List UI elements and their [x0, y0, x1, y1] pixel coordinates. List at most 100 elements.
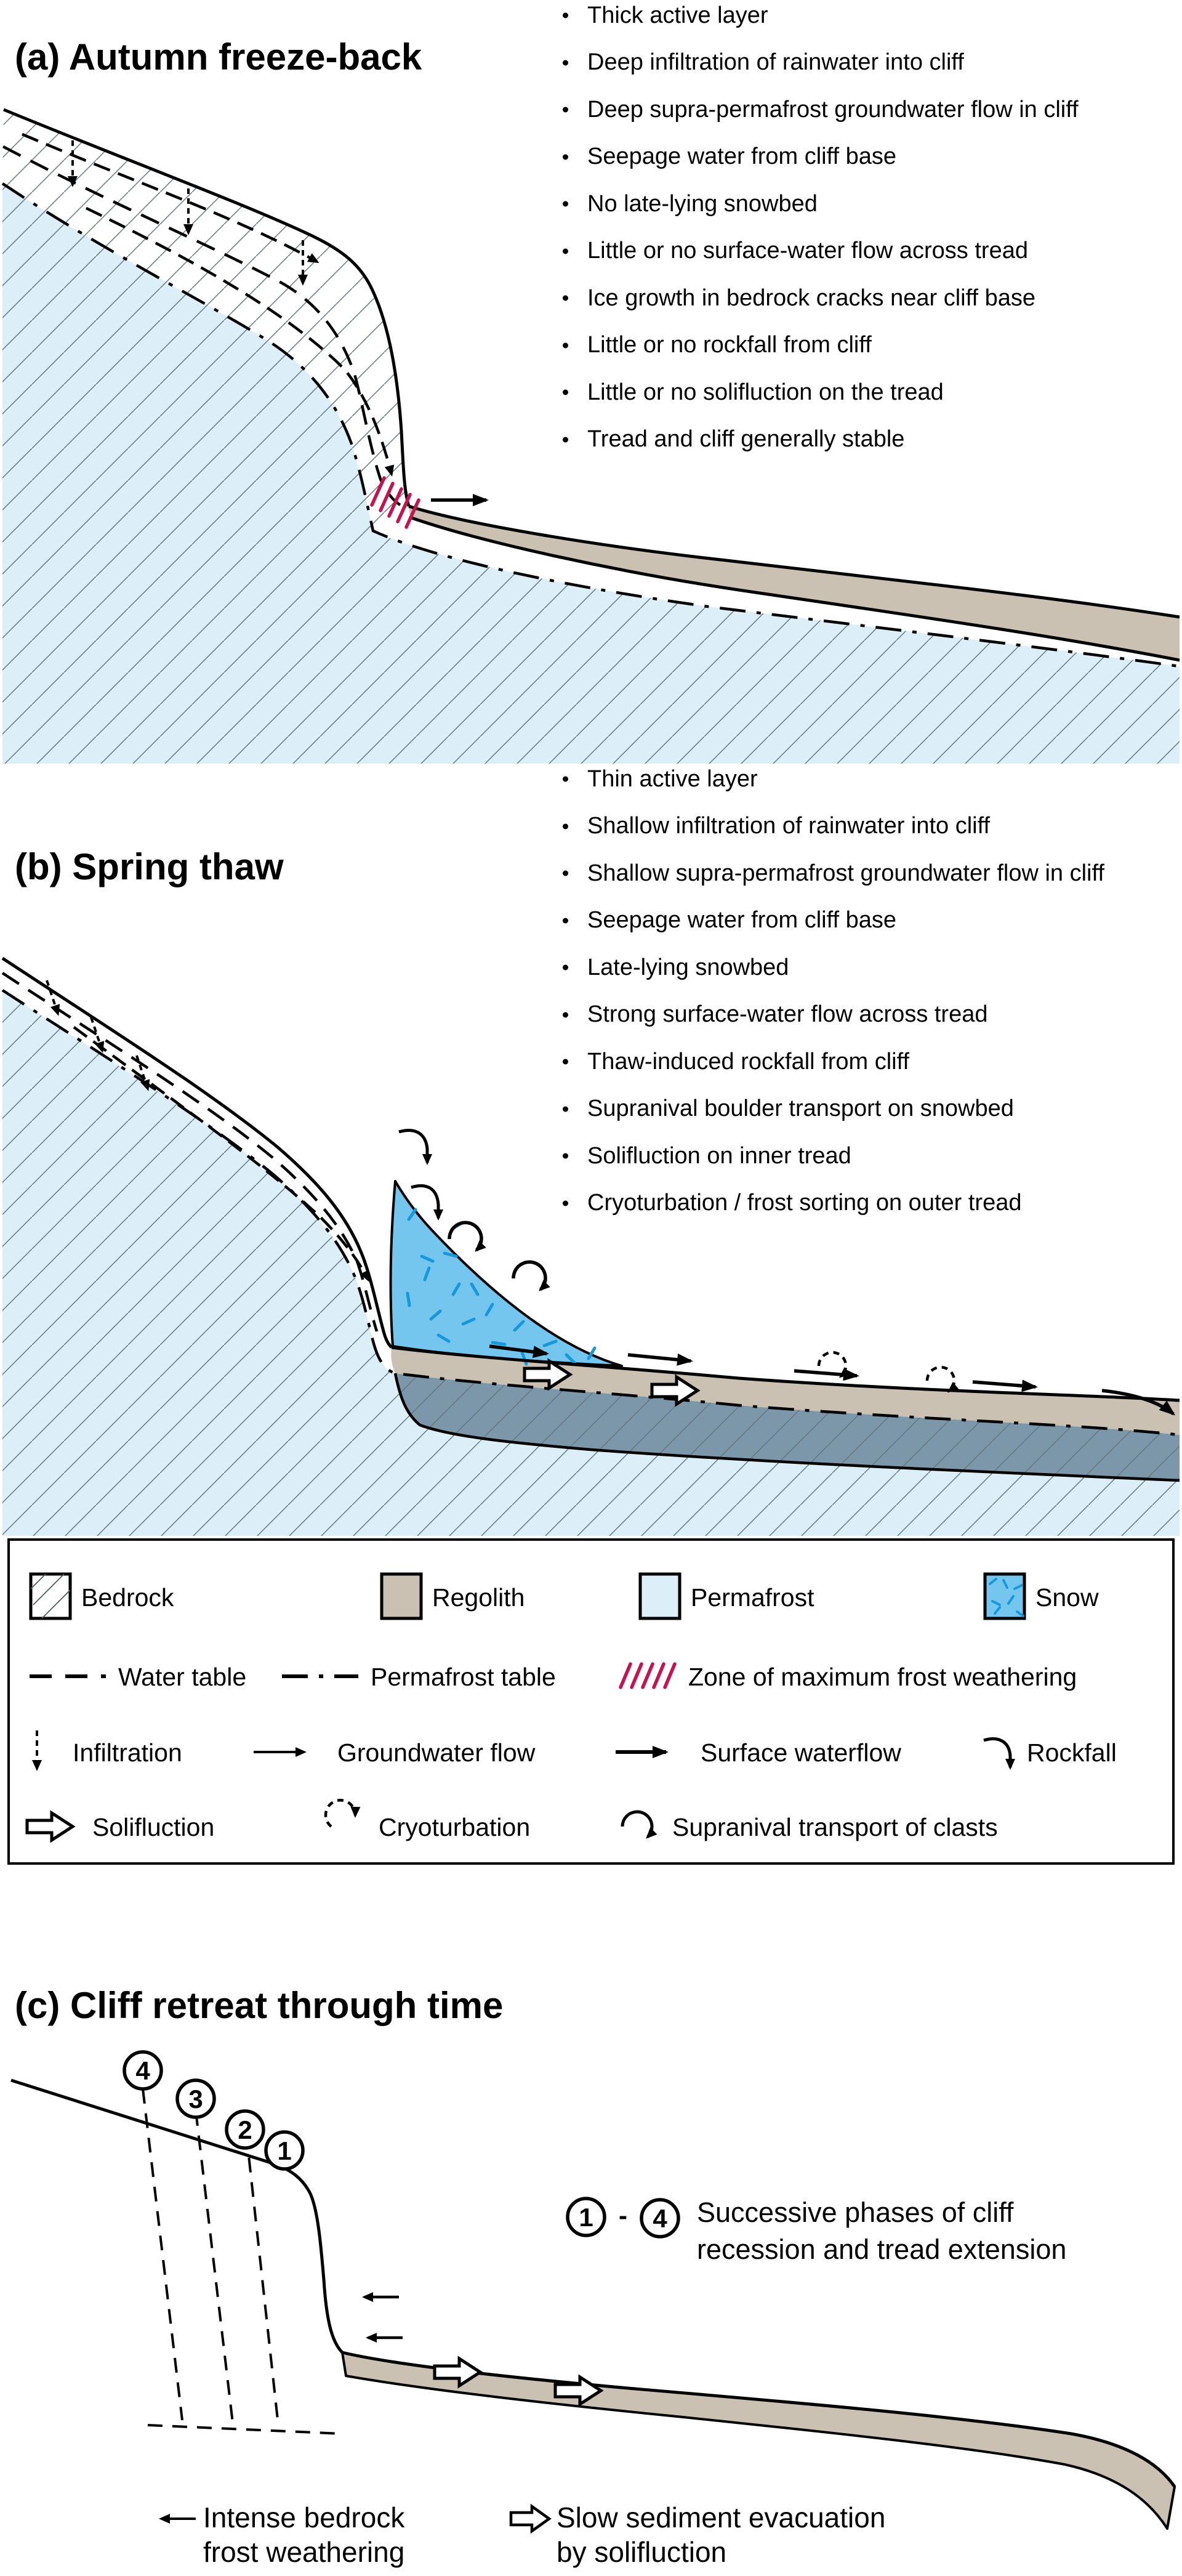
frost-weathering-arrows — [362, 2292, 403, 2343]
legend-border — [7, 1538, 1175, 1865]
caption-left: Intense bedrock frost weathering — [159, 2501, 405, 2568]
legend-label-permafrost: Permafrost — [691, 1583, 814, 1612]
saturated-band-outline — [393, 1373, 1180, 1482]
legend-label-surface-waterflow: Surface waterflow — [701, 1738, 901, 1767]
cryoturbation-arrows — [817, 1351, 959, 1393]
range-text-line2: recession and tread extension — [697, 2234, 1066, 2265]
bullet-item: No late-lying snowbed — [561, 180, 1171, 228]
bullet-text: Seepage water from cliff base — [587, 143, 897, 170]
bullet-item: Solifluction on inner tread — [561, 1133, 1171, 1180]
solifluction-icon — [25, 1810, 76, 1843]
rock-hatch — [2, 990, 1180, 1536]
bullet-item: Little or no rockfall from cliff — [561, 322, 1171, 369]
regolith-tread — [391, 1347, 1180, 1435]
rockfall-arrows — [398, 1129, 443, 1221]
legend-label-supranival: Supranival transport of clasts — [672, 1813, 998, 1841]
bullet-text: Shallow supra-permafrost groundwater flo… — [587, 860, 1104, 886]
supranival-transport-icon — [621, 1810, 657, 1839]
legend-label-snow: Snow — [1035, 1583, 1099, 1612]
bullet-text: Shallow infiltration of rainwater into c… — [587, 813, 991, 839]
range-text-line1: Successive phases of cliff — [697, 2197, 1014, 2228]
bullet-text: Supranival boulder transport on snowbed — [587, 1096, 1014, 1122]
ground-surface-line — [1, 956, 393, 1349]
bullet-text: Deep infiltration of rainwater into clif… — [587, 49, 964, 76]
bullet-item: Deep infiltration of rainwater into clif… — [561, 39, 1171, 87]
frost-weathering-icon — [619, 1662, 677, 1689]
bullet-item: Seepage water from cliff base — [561, 134, 1171, 181]
phase-3-label: 3 — [188, 2085, 203, 2114]
rock-hatch — [2, 110, 1180, 764]
bullet-text: Deep supra-permafrost groundwater flow i… — [587, 96, 1079, 123]
bullet-text: Little or no rockfall from cliff — [587, 332, 872, 358]
phase-range-legend: 1 - 4 Successive phases of cliff recessi… — [566, 2197, 1066, 2265]
bullet-text: No late-lying snowbed — [587, 190, 818, 217]
tread-top-line — [408, 504, 1180, 619]
bullet-item: Thick active layer — [561, 0, 1171, 39]
panel-a-title: (a) Autumn freeze-back — [15, 36, 422, 78]
panel-b-title: (b) Spring thaw — [15, 846, 284, 887]
bullet-item: Shallow supra-permafrost groundwater flo… — [561, 850, 1171, 897]
supranival-transport-arrows — [448, 1221, 550, 1291]
bullet-item: Late-lying snowbed — [561, 944, 1171, 991]
legend-label-infiltration: Infiltration — [73, 1738, 182, 1767]
legend-label-permafrost-table: Permafrost table — [371, 1663, 556, 1691]
legend-swatch-permafrost — [638, 1572, 681, 1620]
bullet-text: Solifluction on inner tread — [587, 1142, 851, 1169]
caption-right-line1: Slow sediment evacuation — [557, 2501, 885, 2534]
slope-and-cliff-line — [10, 2078, 1176, 2488]
phase-2-label: 2 — [238, 2115, 252, 2144]
legend-swatch-bedrock — [29, 1572, 72, 1620]
legend-label-regolith: Regolith — [432, 1583, 525, 1612]
legend-label-solifluction: Solifluction — [92, 1813, 214, 1841]
bullet-item: Cryoturbation / frost sorting on outer t… — [561, 1180, 1171, 1227]
phase-1-label: 1 — [277, 2136, 291, 2165]
infiltration-arrows — [68, 140, 308, 286]
solifluction-arrow-icon — [509, 2503, 552, 2534]
permafrost-table-line — [1, 182, 1180, 668]
bullet-item: Little or no solifluction on the tread — [561, 369, 1171, 416]
bullet-text: Seepage water from cliff base — [587, 907, 897, 934]
bullet-item: Strong surface-water flow across tread — [561, 991, 1171, 1039]
bullet-item: Ice growth in bedrock cracks near cliff … — [561, 275, 1171, 322]
surface-waterflow-arrows — [489, 1344, 1176, 1416]
bullet-item: Tread and cliff generally stable — [561, 416, 1171, 464]
solifluction-arrows — [433, 2356, 604, 2407]
bullet-text: Cryoturbation / frost sorting on outer t… — [587, 1190, 1022, 1216]
bullet-item: Thin active layer — [561, 756, 1171, 803]
legend-swatch-snow — [983, 1572, 1026, 1620]
ground-surface-line — [3, 108, 411, 507]
solifluction-arrows — [523, 1358, 701, 1407]
bullet-item: Deep supra-permafrost groundwater flow i… — [561, 86, 1171, 134]
former-cliff-lines — [142, 2088, 343, 2435]
snowbed — [389, 1180, 623, 1367]
legend-label-rockfall: Rockfall — [1027, 1738, 1117, 1767]
caption-right-line2: by solifluction — [557, 2536, 726, 2568]
frost-weathering-zone — [370, 476, 420, 529]
panel-c-title: (c) Cliff retreat through time — [15, 1985, 504, 2026]
legend-panel: Bedrock Regolith Permafrost Snow Water t… — [7, 1538, 1175, 1865]
caption-left-line1: Intense bedrock — [203, 2501, 405, 2534]
panel-b-diagram — [1, 956, 1180, 1536]
bullet-text: Little or no solifluction on the tread — [587, 379, 944, 405]
tread-top-line — [391, 1346, 1180, 1402]
rockfall-icon — [983, 1737, 1015, 1770]
caption-right: Slow sediment evacuation by solifluction — [509, 2501, 885, 2568]
bullet-item: Supranival boulder transport on snowbed — [561, 1086, 1171, 1133]
bullet-item: Little or no surface-water flow across t… — [561, 228, 1171, 275]
bullet-text: Thaw-induced rockfall from cliff — [587, 1048, 910, 1075]
bullet-item: Shallow infiltration of rainwater into c… — [561, 803, 1171, 850]
panel-b-bullet-list: Thin active layer Shallow infiltration o… — [561, 756, 1171, 1227]
bullet-text: Little or no surface-water flow across t… — [587, 238, 1028, 264]
water-table-line — [2, 145, 401, 506]
bullet-item: Thaw-induced rockfall from cliff — [561, 1038, 1171, 1086]
phase-markers: 4 3 2 1 — [123, 2050, 305, 2171]
range-dash: - — [619, 2201, 627, 2230]
panel-c-diagram: 4 3 2 1 1 - 4 Successive phases of cliff… — [10, 2050, 1176, 2568]
legend-label-bedrock: Bedrock — [81, 1583, 174, 1612]
panel-a-diagram — [1, 108, 1180, 764]
legend-label-water-table: Water table — [118, 1663, 246, 1691]
bullet-text: Late-lying snowbed — [587, 954, 789, 980]
groundwater-flow-arrows — [22, 132, 395, 477]
bullet-text: Tread and cliff generally stable — [587, 426, 905, 453]
